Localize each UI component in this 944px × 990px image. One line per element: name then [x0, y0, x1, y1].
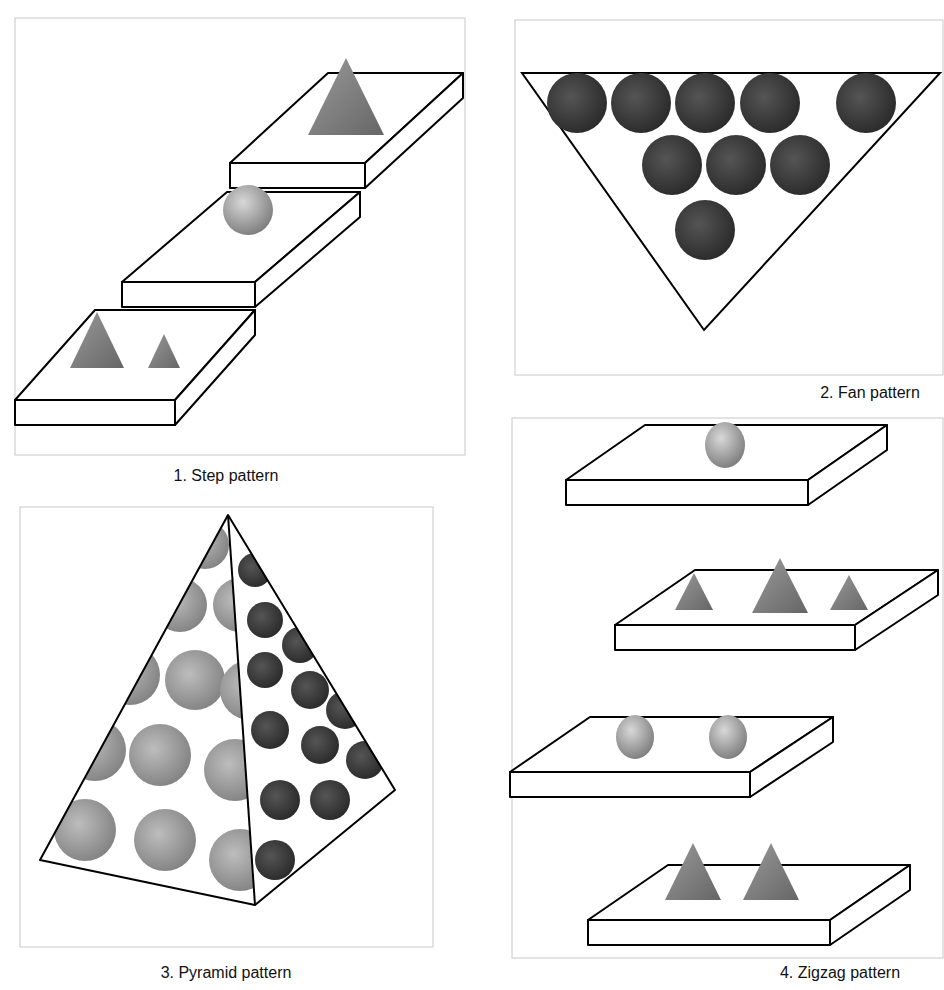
fan-figure: [522, 73, 940, 330]
step-objects: [70, 58, 384, 368]
caption: 4. Zigzag pattern: [780, 963, 900, 982]
pyramid-figure: [40, 515, 395, 905]
caption: 1. Step pattern: [174, 466, 279, 485]
caption: 2. Fan pattern: [820, 383, 920, 402]
panel-frame: [15, 18, 943, 958]
caption: 3. Pyramid pattern: [161, 963, 292, 982]
zigzag-slabs: [510, 425, 938, 945]
step-slabs: [15, 73, 463, 425]
zigzag-objects: [616, 422, 868, 900]
